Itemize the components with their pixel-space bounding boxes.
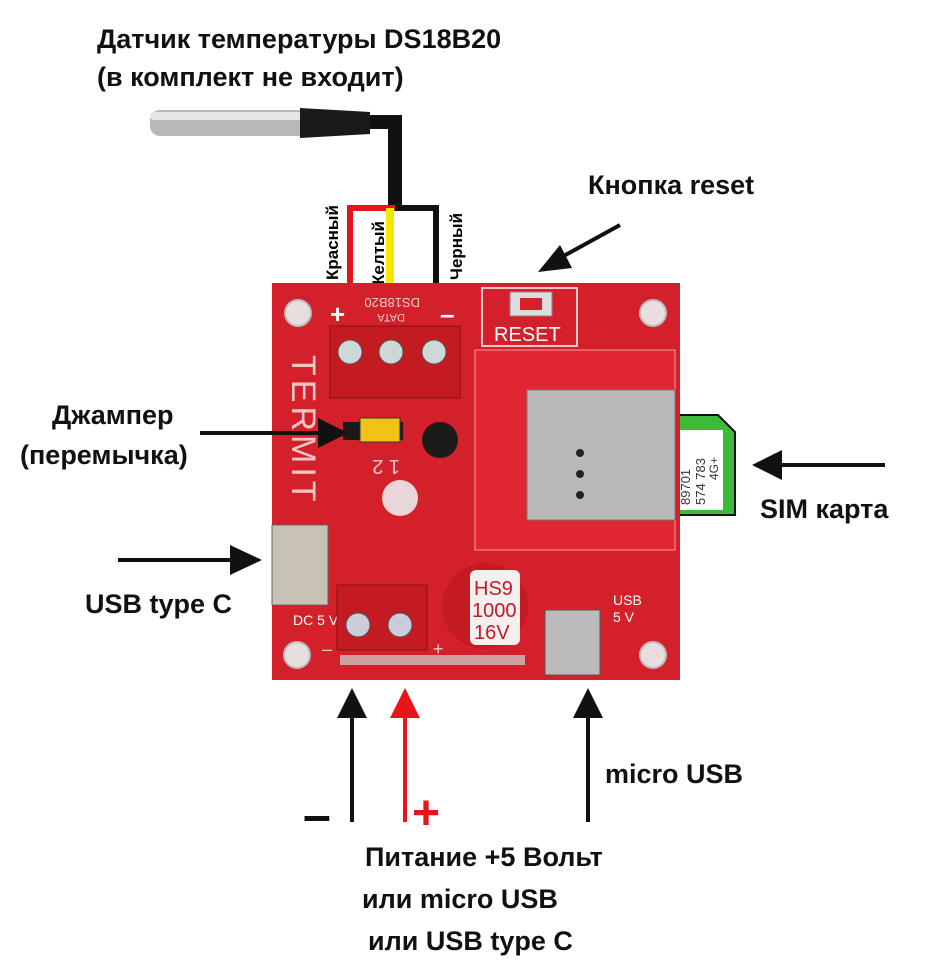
pcb-brand: TERMIT: [284, 355, 322, 506]
sim-label: SIM карта: [760, 494, 889, 524]
svg-text:16V: 16V: [474, 622, 510, 644]
usb-c-port[interactable]: [271, 524, 329, 606]
wire-label-black: Черный: [447, 213, 466, 280]
jumper[interactable]: [359, 417, 401, 443]
micro-usb-port[interactable]: [544, 609, 601, 676]
svg-text:+: +: [433, 639, 444, 659]
jumper-label-2: (перемычка): [20, 440, 188, 470]
pcb-jumper-pins: 1 2: [372, 455, 400, 477]
power-label-2: или micro USB: [362, 884, 558, 914]
transistor: [422, 422, 458, 458]
wire-label-red: Красный: [323, 205, 342, 280]
sensor-cable: [370, 115, 402, 210]
svg-text:1000: 1000: [472, 600, 517, 622]
power-label-1: Питание +5 Вольт: [365, 842, 603, 872]
plus-label: +: [412, 787, 441, 840]
sim-4g: 4G+: [707, 457, 721, 480]
sensor-title-line1: Датчик температуры DS18B20: [97, 24, 502, 54]
arrow-reset: [559, 223, 621, 260]
minus-label: –: [303, 787, 331, 843]
mounting-hole: [639, 299, 667, 327]
micro-usb-label: micro USB: [605, 759, 744, 789]
mounting-hole: [639, 641, 667, 669]
reset-label: Кнопка reset: [588, 170, 755, 200]
mounting-hole: [284, 299, 312, 327]
sensor-sleeve: [300, 108, 370, 138]
svg-text:HS9: HS9: [474, 578, 513, 600]
power-label-3: или USB type C: [368, 926, 573, 956]
sensor-title-line2: (в комплект не входит): [97, 62, 404, 92]
pcb-dc-label: DC 5 V: [293, 612, 339, 628]
pcb-reset-label: RESET: [494, 324, 561, 346]
pcb-data: DATA: [377, 311, 405, 323]
svg-text:–: –: [322, 639, 332, 659]
svg-text:USB: USB: [613, 592, 642, 608]
svg-text:5 V: 5 V: [613, 609, 635, 625]
pcb-minus: –: [440, 299, 454, 329]
sim-number-2: 574 783: [693, 458, 708, 505]
pcb-plus: +: [330, 299, 345, 329]
mounting-hole: [283, 641, 311, 669]
jumper-label-1: Джампер: [52, 400, 174, 430]
sim-number-1: 89701: [678, 469, 693, 505]
pcb-ds18b20: DS18B20: [364, 295, 420, 310]
led: [382, 480, 418, 516]
usb-c-label: USB type C: [85, 589, 233, 619]
sim-holder: [526, 389, 676, 521]
wire-label-yellow: Желтый: [369, 221, 388, 291]
wire-red: [347, 205, 395, 320]
